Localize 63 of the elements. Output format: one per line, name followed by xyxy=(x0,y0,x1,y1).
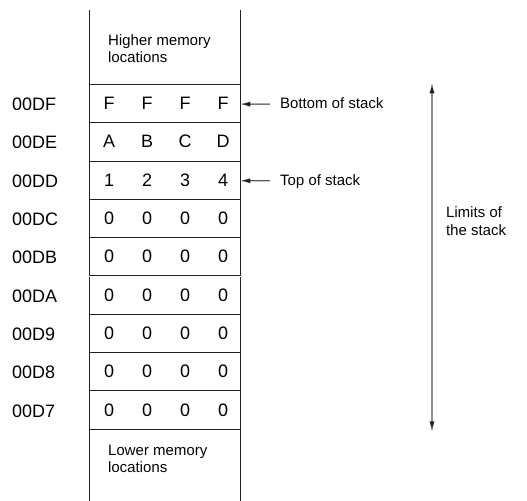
cell-value: 0 xyxy=(180,246,190,268)
cell-value: 0 xyxy=(180,322,190,344)
memory-address: 00D9 xyxy=(12,324,56,344)
memory-cell xyxy=(89,162,241,200)
cell-value: B xyxy=(140,131,153,152)
cell-value: 0 xyxy=(142,246,152,268)
cell-value: 0 xyxy=(218,246,228,268)
cell-value: 1 xyxy=(104,170,114,191)
cell-value: F xyxy=(180,93,190,114)
cell-value: 0 xyxy=(104,322,114,344)
region-label: Lower memory locations xyxy=(108,442,208,476)
cell-value: 0 xyxy=(142,208,152,230)
region-label: Higher memory locations xyxy=(108,32,212,66)
cell-value: 0 xyxy=(218,284,228,306)
memory-cell xyxy=(89,200,241,238)
cell-value: F xyxy=(218,93,228,114)
dimension-label: Limits of the stack xyxy=(446,204,508,240)
memory-address: 00DA xyxy=(12,286,58,306)
memory-cell xyxy=(89,353,241,392)
memory-address: 00DC xyxy=(12,209,58,230)
cell-value: 0 xyxy=(104,400,114,421)
cell-value: 0 xyxy=(218,400,228,421)
cell-value: 0 xyxy=(104,208,114,230)
cell-value: 0 xyxy=(218,322,228,344)
cell-value: 0 xyxy=(104,284,114,306)
memory-cell xyxy=(89,276,241,315)
memory-cell xyxy=(89,238,241,276)
memory-cell xyxy=(89,391,241,430)
cell-value: 0 xyxy=(180,284,190,306)
pointer-label: Top of stack xyxy=(280,172,360,189)
cell-value: 0 xyxy=(142,361,152,382)
cell-value: C xyxy=(178,131,192,152)
cell-value: 0 xyxy=(142,322,152,344)
cell-value: 0 xyxy=(180,400,190,421)
cell-value: 0 xyxy=(180,361,190,382)
cell-value: 2 xyxy=(142,170,152,191)
cell-value: 0 xyxy=(218,208,228,230)
memory-cell xyxy=(89,85,241,124)
arrow xyxy=(242,178,270,184)
memory-address: 00DE xyxy=(12,132,58,152)
cell-value: 4 xyxy=(218,170,228,191)
cell-value: 0 xyxy=(142,284,152,306)
cell-value: D xyxy=(216,131,230,152)
memory-cell xyxy=(89,123,241,162)
memory-address: 00DD xyxy=(12,170,58,191)
memory-address: 00D7 xyxy=(12,400,56,421)
memory-address: 00DB xyxy=(12,247,58,268)
cell-value: 0 xyxy=(142,400,152,421)
memory-address: 00D8 xyxy=(12,362,56,382)
cell-value: A xyxy=(102,131,115,152)
arrow xyxy=(242,102,270,107)
memory-address: 00DF xyxy=(12,94,56,114)
cell-value: 0 xyxy=(104,246,114,268)
memory-region xyxy=(89,430,241,501)
cell-value: 3 xyxy=(180,170,190,191)
memory-region xyxy=(89,10,241,85)
pointer-label: Bottom of stack xyxy=(280,95,384,112)
cell-value: 0 xyxy=(104,361,114,382)
cell-value: 0 xyxy=(180,208,190,230)
memory-cell xyxy=(89,314,241,354)
cell-value: F xyxy=(142,93,152,114)
cell-value: F xyxy=(104,93,114,114)
cell-value: 0 xyxy=(218,361,228,382)
